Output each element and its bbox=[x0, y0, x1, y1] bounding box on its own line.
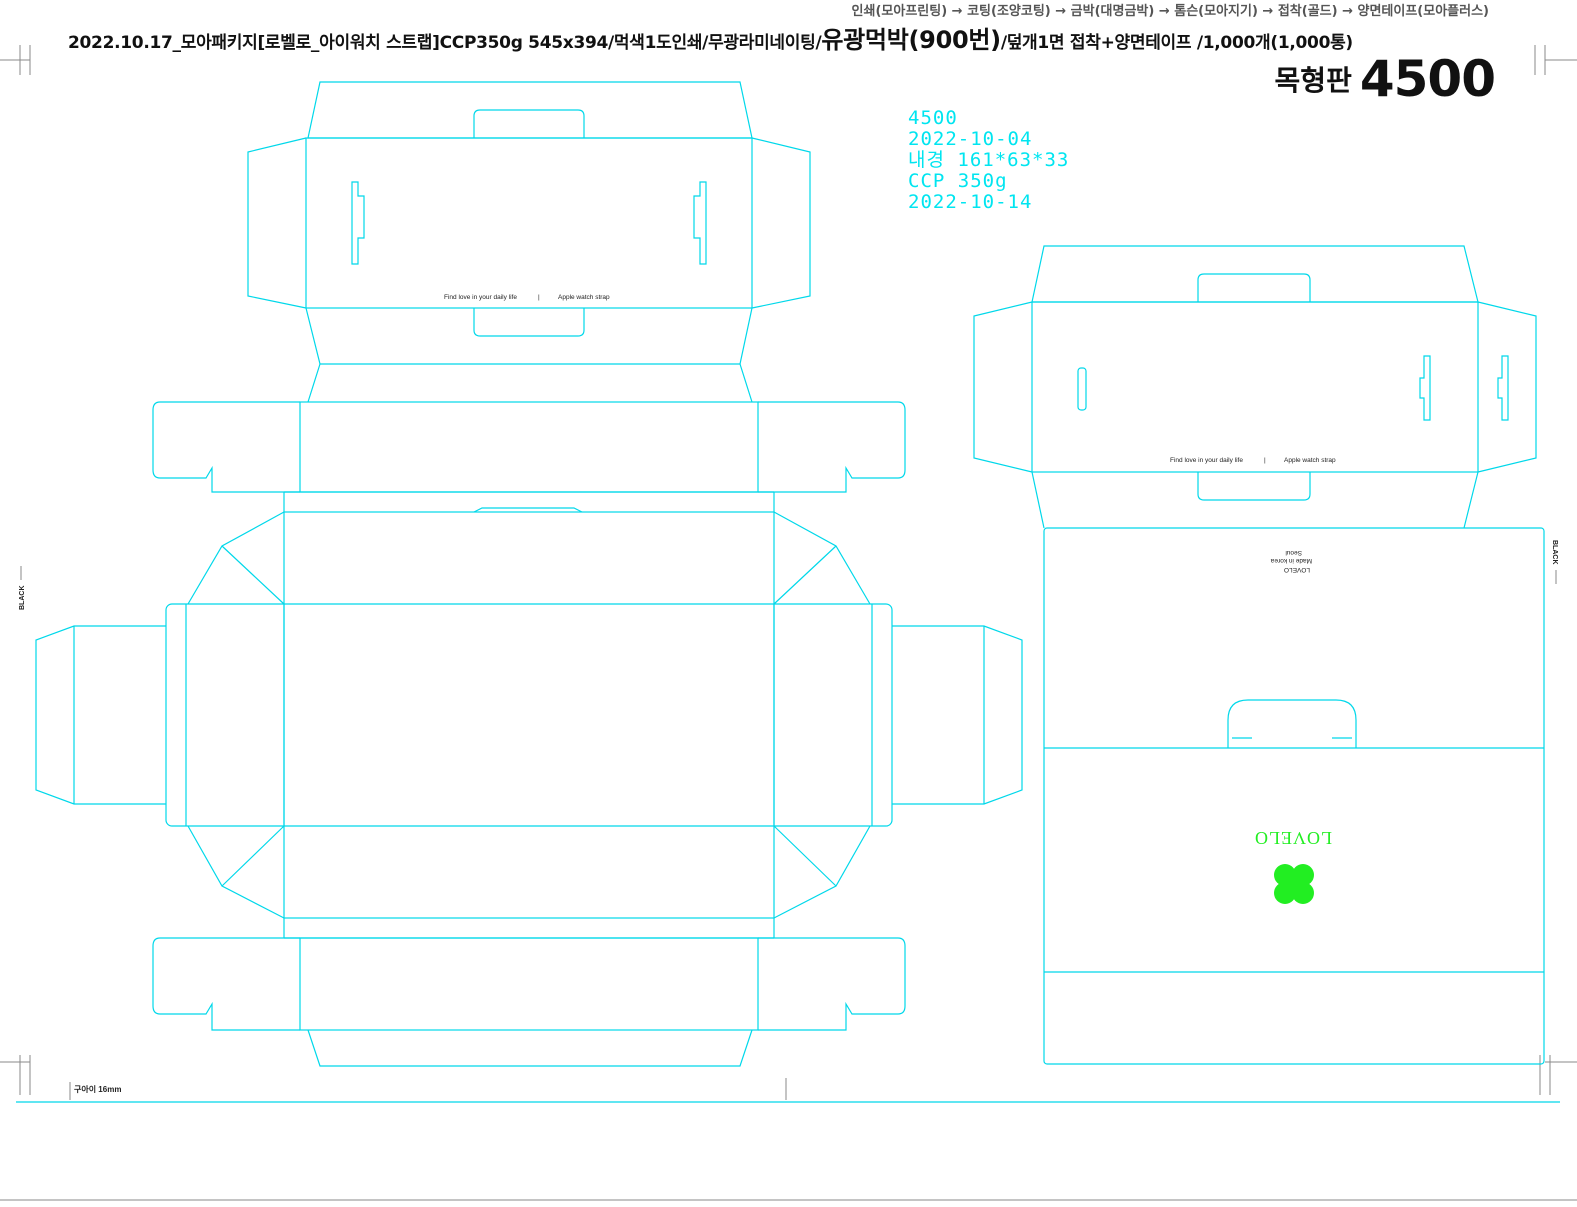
tray-left-base bbox=[283, 511, 775, 919]
tray-left-top-gussets bbox=[187, 511, 871, 605]
sleeve-right-slot-left bbox=[1077, 367, 1087, 411]
tray-left-lower-ear-right bbox=[758, 937, 906, 1031]
die-number: 4500 bbox=[1359, 50, 1496, 108]
tray-left-middle-folds bbox=[185, 604, 873, 826]
side-mark-right: BLACK bbox=[1551, 540, 1558, 584]
grip-note: 구아이 16mm bbox=[74, 1084, 121, 1094]
spec-prefix: 2022.10.17_모아패키지[로벨로_아이워치 스트랩]CCP350g 54… bbox=[68, 33, 822, 53]
meta-line-3: 내경 161*63*33 bbox=[908, 149, 1070, 171]
sleeve-right-slot-mid bbox=[1419, 355, 1431, 421]
sleeve-right-tab-top bbox=[1197, 273, 1311, 302]
sleeve-left-bottom-flap bbox=[305, 307, 753, 365]
sleeve-left-side-flap-right bbox=[751, 137, 811, 309]
tray-left-side-flap-right bbox=[892, 625, 1023, 805]
meta-line-5: 2022-10-14 bbox=[908, 191, 1033, 213]
tray-left-upper-wall bbox=[299, 401, 759, 493]
clover-icon bbox=[1274, 864, 1314, 904]
sleeve-right-divider: | bbox=[1264, 457, 1266, 464]
tray-left-bottom-flap bbox=[307, 1029, 753, 1067]
crop-mark-top-left bbox=[0, 45, 31, 75]
sleeve-right-side-flap-right bbox=[1477, 301, 1537, 473]
sleeve-right-side-flap-left bbox=[973, 301, 1033, 473]
tray-left-neck bbox=[307, 363, 753, 403]
tray-left-top-gusset-folds bbox=[221, 545, 837, 605]
sleeve-left-slot-right bbox=[693, 181, 707, 265]
box-right-brand-small: LOVELO bbox=[1284, 566, 1310, 573]
tray-left bbox=[35, 363, 1023, 1067]
box-right-outline bbox=[1043, 527, 1545, 1065]
box-right-imprint: LOVELO Made in korea Seoul bbox=[1270, 549, 1312, 573]
meta-line-1: 4500 bbox=[908, 107, 958, 129]
sleeve-left-product: Apple watch strap bbox=[558, 294, 610, 301]
sleeve-left: Find love in your daily life | Apple wat… bbox=[247, 81, 811, 365]
side-mark-right-label: BLACK bbox=[1551, 540, 1558, 565]
sleeve-right-tagline: Find love in your daily life bbox=[1170, 457, 1243, 464]
tray-left-connectors bbox=[283, 492, 775, 512]
spec-suffix: /덮개1면 접착+양면테이프 /1,000개(1,000통) bbox=[1000, 33, 1353, 53]
box-right-origin: Made in korea bbox=[1270, 557, 1312, 564]
tray-left-lower-ear-left bbox=[152, 937, 300, 1031]
side-mark-left: BLACK bbox=[19, 566, 26, 610]
tray-left-middle-band bbox=[165, 603, 893, 827]
crop-mark-bottom-right bbox=[1539, 1055, 1577, 1095]
sleeve-right-slot-end bbox=[1497, 355, 1509, 421]
sleeve-right: Find love in your daily life | Apple wat… bbox=[973, 245, 1537, 529]
sleeve-left-slot-left bbox=[351, 181, 365, 265]
meta-line-4: CCP 350g bbox=[908, 170, 1008, 192]
process-flow: 인쇄(모아프린팅) → 코팅(조양코팅) → 금박(대명금박) → 톰슨(모아지… bbox=[851, 4, 1489, 19]
tray-left-lower-wall bbox=[299, 937, 759, 1031]
box-right-city: Seoul bbox=[1285, 549, 1302, 556]
crop-marks bbox=[0, 45, 1577, 1095]
sleeve-left-divider: | bbox=[538, 294, 540, 301]
crop-mark-bottom-left bbox=[0, 1055, 31, 1095]
die-meta: 4500 2022-10-04 내경 161*63*33 CCP 350g 20… bbox=[908, 108, 1069, 213]
tray-left-bottom-gusset-folds bbox=[221, 825, 837, 887]
tray-left-side-flap-left bbox=[35, 625, 166, 805]
sleeve-left-tagline: Find love in your daily life bbox=[444, 294, 517, 301]
clover-core bbox=[1284, 874, 1304, 894]
sleeve-right-front bbox=[1031, 301, 1479, 473]
spec-emphasis: 유광먹박(900번) bbox=[821, 26, 1001, 54]
sleeve-left-side-flap-left bbox=[247, 137, 307, 309]
box-right: LOVELO Made in korea Seoul LOVELO bbox=[1043, 527, 1545, 1065]
sleeve-left-tab-top bbox=[473, 109, 585, 138]
tray-left-bottom-gussets bbox=[187, 825, 871, 919]
meta-line-2: 2022-10-04 bbox=[908, 128, 1033, 150]
box-right-logo-text: LOVELO bbox=[1254, 828, 1332, 848]
tray-left-lower-fold bbox=[283, 918, 775, 939]
side-mark-left-label: BLACK bbox=[19, 586, 26, 611]
sleeve-left-tab-bottom bbox=[473, 308, 585, 337]
box-right-logo: LOVELO bbox=[1254, 828, 1332, 848]
sleeve-right-product: Apple watch strap bbox=[1284, 457, 1336, 464]
spec-line: 2022.10.17_모아패키지[로벨로_아이워치 스트랩]CCP350g 54… bbox=[68, 20, 1353, 55]
sleeve-left-front bbox=[305, 137, 753, 309]
sleeve-right-tab-bottom bbox=[1197, 472, 1311, 501]
tray-left-notch bbox=[473, 507, 583, 513]
die-label-text: 목형판 bbox=[1274, 64, 1352, 97]
tray-left-upper-ear-right bbox=[758, 401, 906, 493]
tray-left-upper-ear-left bbox=[152, 401, 300, 493]
box-right-handle-tab bbox=[1227, 699, 1357, 748]
sleeve-right-bottom-edges bbox=[1031, 471, 1479, 529]
crop-mark-top-right bbox=[1534, 45, 1577, 75]
